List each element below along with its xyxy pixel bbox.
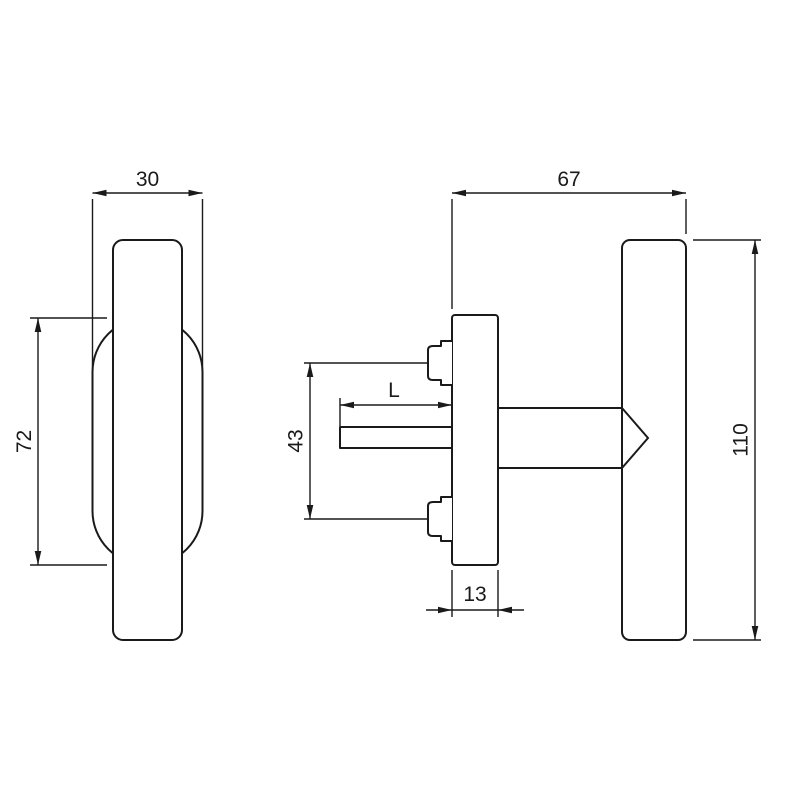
side-view bbox=[339, 239, 687, 641]
dim-label-overall-depth: 67 bbox=[557, 168, 580, 191]
dimension-spindle-length: L bbox=[339, 379, 452, 426]
front-grip-outline bbox=[112, 239, 183, 641]
dimension-handle-length: 110 bbox=[693, 239, 761, 641]
dim-label-spindle-length: L bbox=[388, 379, 400, 402]
front-view bbox=[91, 239, 204, 641]
side-neck-chevron bbox=[621, 407, 650, 469]
dim-67-arrow-left bbox=[452, 189, 466, 197]
side-spindle-outline bbox=[339, 426, 453, 449]
dim-13-arrow-left bbox=[438, 606, 452, 614]
dim-30-arrow-right bbox=[188, 189, 203, 197]
side-plate-outline bbox=[451, 314, 499, 566]
dim-110-arrow-bottom bbox=[751, 626, 759, 640]
dim-72-arrow-bottom bbox=[34, 551, 42, 565]
dim-label-plate-width: 13 bbox=[463, 583, 486, 606]
dimension-rosette-width: 30 bbox=[91, 168, 204, 366]
side-grip-outline bbox=[621, 239, 687, 641]
dimension-overall-depth: 67 bbox=[451, 168, 687, 309]
dim-label-rosette-width: 30 bbox=[136, 168, 159, 191]
dim-label-handle-length: 110 bbox=[730, 423, 753, 456]
dimension-plate-width: 13 bbox=[426, 570, 524, 617]
dim-L-arrow-right bbox=[438, 401, 452, 409]
dim-67-arrow-right bbox=[672, 189, 686, 197]
dimension-rosette-height: 72 bbox=[13, 317, 107, 566]
side-screw-top-outline bbox=[427, 340, 452, 386]
dim-43-arrow-top bbox=[306, 363, 314, 377]
dim-L-arrow-left bbox=[340, 401, 354, 409]
side-screw-bottom-outline bbox=[427, 496, 452, 542]
side-neck-outline bbox=[497, 407, 623, 469]
dimension-screw-spacing: 43 bbox=[285, 362, 427, 520]
dim-13-arrow-right bbox=[498, 606, 512, 614]
dim-30-arrow-left bbox=[92, 189, 107, 197]
dim-label-rosette-height: 72 bbox=[13, 430, 36, 453]
dim-label-screw-spacing: 43 bbox=[285, 429, 308, 452]
dim-110-arrow-top bbox=[751, 240, 759, 254]
dim-72-arrow-top bbox=[34, 318, 42, 332]
dim-43-arrow-bottom bbox=[306, 505, 314, 519]
